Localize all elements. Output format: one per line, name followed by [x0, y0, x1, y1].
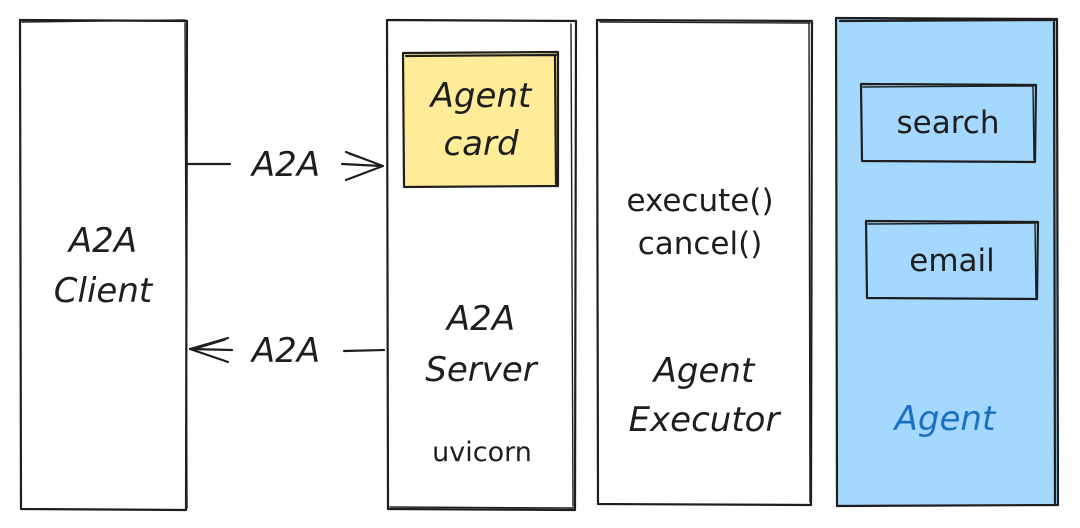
response-arrow [188, 336, 386, 364]
executor-method-execute: execute() [626, 183, 773, 219]
agent-card[interactable] [401, 50, 560, 189]
client-box[interactable] [18, 18, 189, 512]
client-title: A2A [67, 221, 137, 261]
server-subtitle: Server [425, 350, 539, 390]
executor-subtitle: Executor [629, 400, 782, 440]
executor-box[interactable] [595, 18, 814, 507]
search-tool-box[interactable] [859, 82, 1038, 164]
request-arrow-label: A2A [250, 145, 320, 185]
email-tool-label: email [909, 243, 995, 279]
client-subtitle: Client [54, 271, 154, 311]
agent-title: Agent [893, 399, 997, 439]
executor-title: Agent [652, 351, 756, 391]
agent-card-subtitle: card [443, 124, 519, 164]
server-title: A2A [445, 299, 515, 339]
agent-card-title: Agent [429, 76, 533, 116]
response-arrow-label: A2A [250, 331, 320, 371]
server-runtime: uvicorn [432, 437, 532, 468]
executor-method-cancel: cancel() [638, 226, 763, 262]
email-tool-box[interactable] [864, 219, 1040, 301]
search-tool-label: search [897, 105, 1000, 141]
request-arrow [186, 150, 385, 182]
